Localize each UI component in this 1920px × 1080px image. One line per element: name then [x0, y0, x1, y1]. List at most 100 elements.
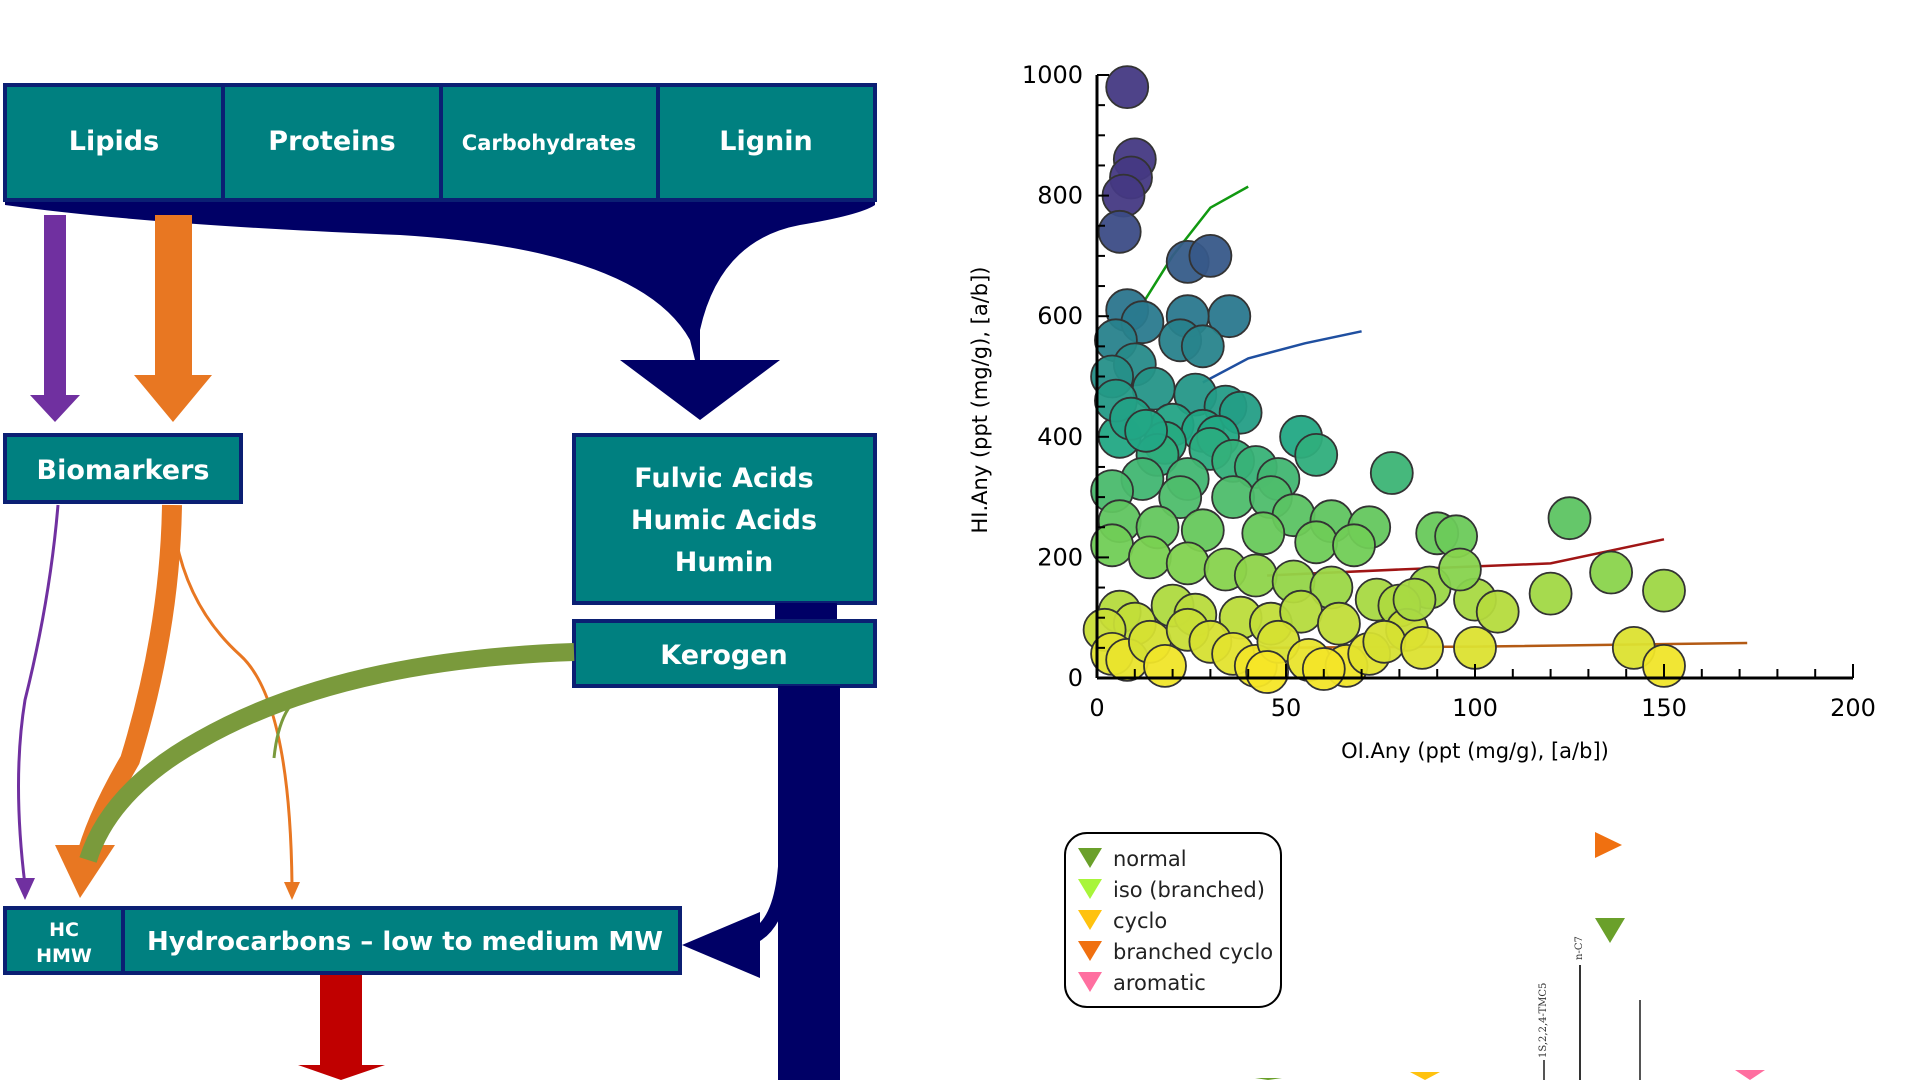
curve-orange-thin	[174, 539, 294, 886]
scatter-point	[1475, 589, 1520, 634]
box-proteins	[221, 83, 443, 202]
y-tick-label: 200	[1037, 543, 1083, 571]
source-boxes: Lipids Proteins Carbohydrates Lignin	[3, 83, 877, 202]
scatter-point	[1180, 324, 1225, 369]
box-hydrocarbons	[121, 906, 682, 975]
trend-line-0	[1133, 185, 1249, 317]
scatter-point	[1294, 432, 1339, 477]
chromatogram-fragment: normal iso (branched) cyclo branched cyclo a…	[1064, 832, 1765, 1080]
scatter-point	[1438, 547, 1482, 592]
box-carbohydrates	[439, 83, 660, 202]
label-biomarkers: Biomarkers	[37, 455, 210, 486]
box-humic-acids	[572, 433, 877, 605]
x-tick-label: 150	[1641, 694, 1687, 722]
peak-marker-normal-3	[1255, 1078, 1282, 1080]
scatter-point	[1392, 577, 1437, 622]
trend-line-1	[1202, 330, 1362, 384]
scatter-point	[1124, 408, 1168, 453]
legend-label-1: iso (branched)	[1113, 878, 1265, 902]
navy-arrowhead-hydrocarbons	[682, 912, 760, 978]
box-kerogen	[572, 619, 877, 688]
x-tick-label: 50	[1271, 694, 1302, 722]
scatter-point	[1294, 520, 1339, 565]
scatter-point	[1128, 535, 1172, 580]
scatter-point	[1362, 619, 1407, 664]
x-tick-label: 200	[1830, 694, 1876, 722]
scatter-point	[1165, 541, 1210, 586]
legend-label-2: cyclo	[1113, 909, 1167, 933]
y-tick-label: 1000	[1022, 61, 1083, 89]
scatter-point	[1453, 626, 1497, 670]
scatter-point	[1158, 475, 1203, 520]
scatter-points	[1082, 65, 1686, 694]
legend-entries: normal iso (branched) cyclo branched cyclo a…	[1078, 847, 1273, 995]
legend-label-0: normal	[1113, 847, 1187, 871]
arrowhead-purple-hc	[15, 878, 35, 900]
scatter-point	[1188, 233, 1233, 278]
box-lignin	[656, 83, 877, 202]
label-hydrocarbons: Hydrocarbons – low to medium MW	[147, 927, 663, 957]
legend-marker-2	[1078, 910, 1102, 930]
scatter-point	[1241, 511, 1286, 556]
legend-box	[1064, 832, 1282, 1008]
arrow-orange-biomarkers	[134, 215, 212, 422]
legend-marker-4	[1078, 972, 1102, 992]
peak-marker-normal	[1595, 918, 1625, 943]
legend-marker-1	[1078, 879, 1102, 899]
legend-label-4: aromatic	[1113, 971, 1206, 995]
peak-marker-aromatic	[1735, 1070, 1765, 1080]
label-fulvic-acids: Fulvic Acids	[634, 463, 813, 494]
scatter-point	[1211, 475, 1255, 520]
curve-purple-hc	[17, 504, 60, 886]
scatter-point	[1369, 451, 1414, 495]
label-lignin: Lignin	[719, 126, 813, 157]
scatter-point	[1097, 209, 1142, 254]
label-humin: Humin	[675, 547, 773, 578]
peak-label-nc7: n-C7	[1574, 936, 1585, 960]
scatter-point	[1332, 523, 1376, 568]
label-kerogen: Kerogen	[660, 640, 788, 671]
red-arrow-shaft	[320, 975, 362, 1065]
arrowhead-orange-thick	[55, 845, 115, 898]
label-carbohydrates: Carbohydrates	[462, 131, 636, 155]
legend-marker-0	[1078, 848, 1102, 868]
box-lipids	[3, 83, 225, 202]
scatter-point	[1528, 571, 1573, 616]
curve-green-kerogen	[79, 643, 575, 863]
scatter-point	[1233, 553, 1278, 598]
curve-orange-thick	[75, 504, 182, 865]
y-tick-label: 600	[1037, 302, 1083, 330]
flow-diagram: Lipids Proteins Carbohydrates Lignin Bio…	[3, 83, 877, 1080]
curve-green-thin	[272, 690, 311, 759]
scatter-point	[1105, 65, 1150, 109]
legend-label-3: branched cyclo	[1113, 940, 1273, 964]
label-hc: HC	[49, 919, 79, 941]
scatter-point	[1589, 550, 1633, 595]
legend-marker-3	[1078, 941, 1102, 961]
y-tick-label: 0	[1068, 664, 1083, 692]
scatter-point	[1317, 601, 1361, 646]
label-lipids: Lipids	[69, 126, 159, 157]
peak-marker-cyclo	[1410, 1072, 1440, 1080]
scatter-point	[1143, 644, 1187, 688]
label-hmw: HMW	[36, 945, 92, 967]
peak-label-tmc5: 1S,2,2,4-TMC5	[1538, 983, 1549, 1058]
box-biomarkers	[3, 433, 243, 504]
arrow-purple-biomarkers	[30, 215, 80, 422]
label-humic-acids: Humic Acids	[631, 505, 817, 536]
x-tick-label: 0	[1089, 694, 1104, 722]
navy-connector	[775, 603, 837, 621]
scatter-point	[1642, 568, 1686, 613]
scatter-point	[1245, 650, 1289, 694]
y-tick-label: 800	[1037, 182, 1083, 210]
x-tick-label: 100	[1452, 694, 1498, 722]
scatter-point	[1547, 496, 1592, 541]
peak-marker-branched-cyclo	[1595, 832, 1622, 858]
red-arrowhead	[298, 1065, 385, 1080]
arrowhead-orange-thin	[284, 882, 300, 900]
y-tick-label: 400	[1037, 423, 1083, 451]
scatter-point	[1400, 626, 1444, 670]
label-proteins: Proteins	[268, 126, 395, 157]
